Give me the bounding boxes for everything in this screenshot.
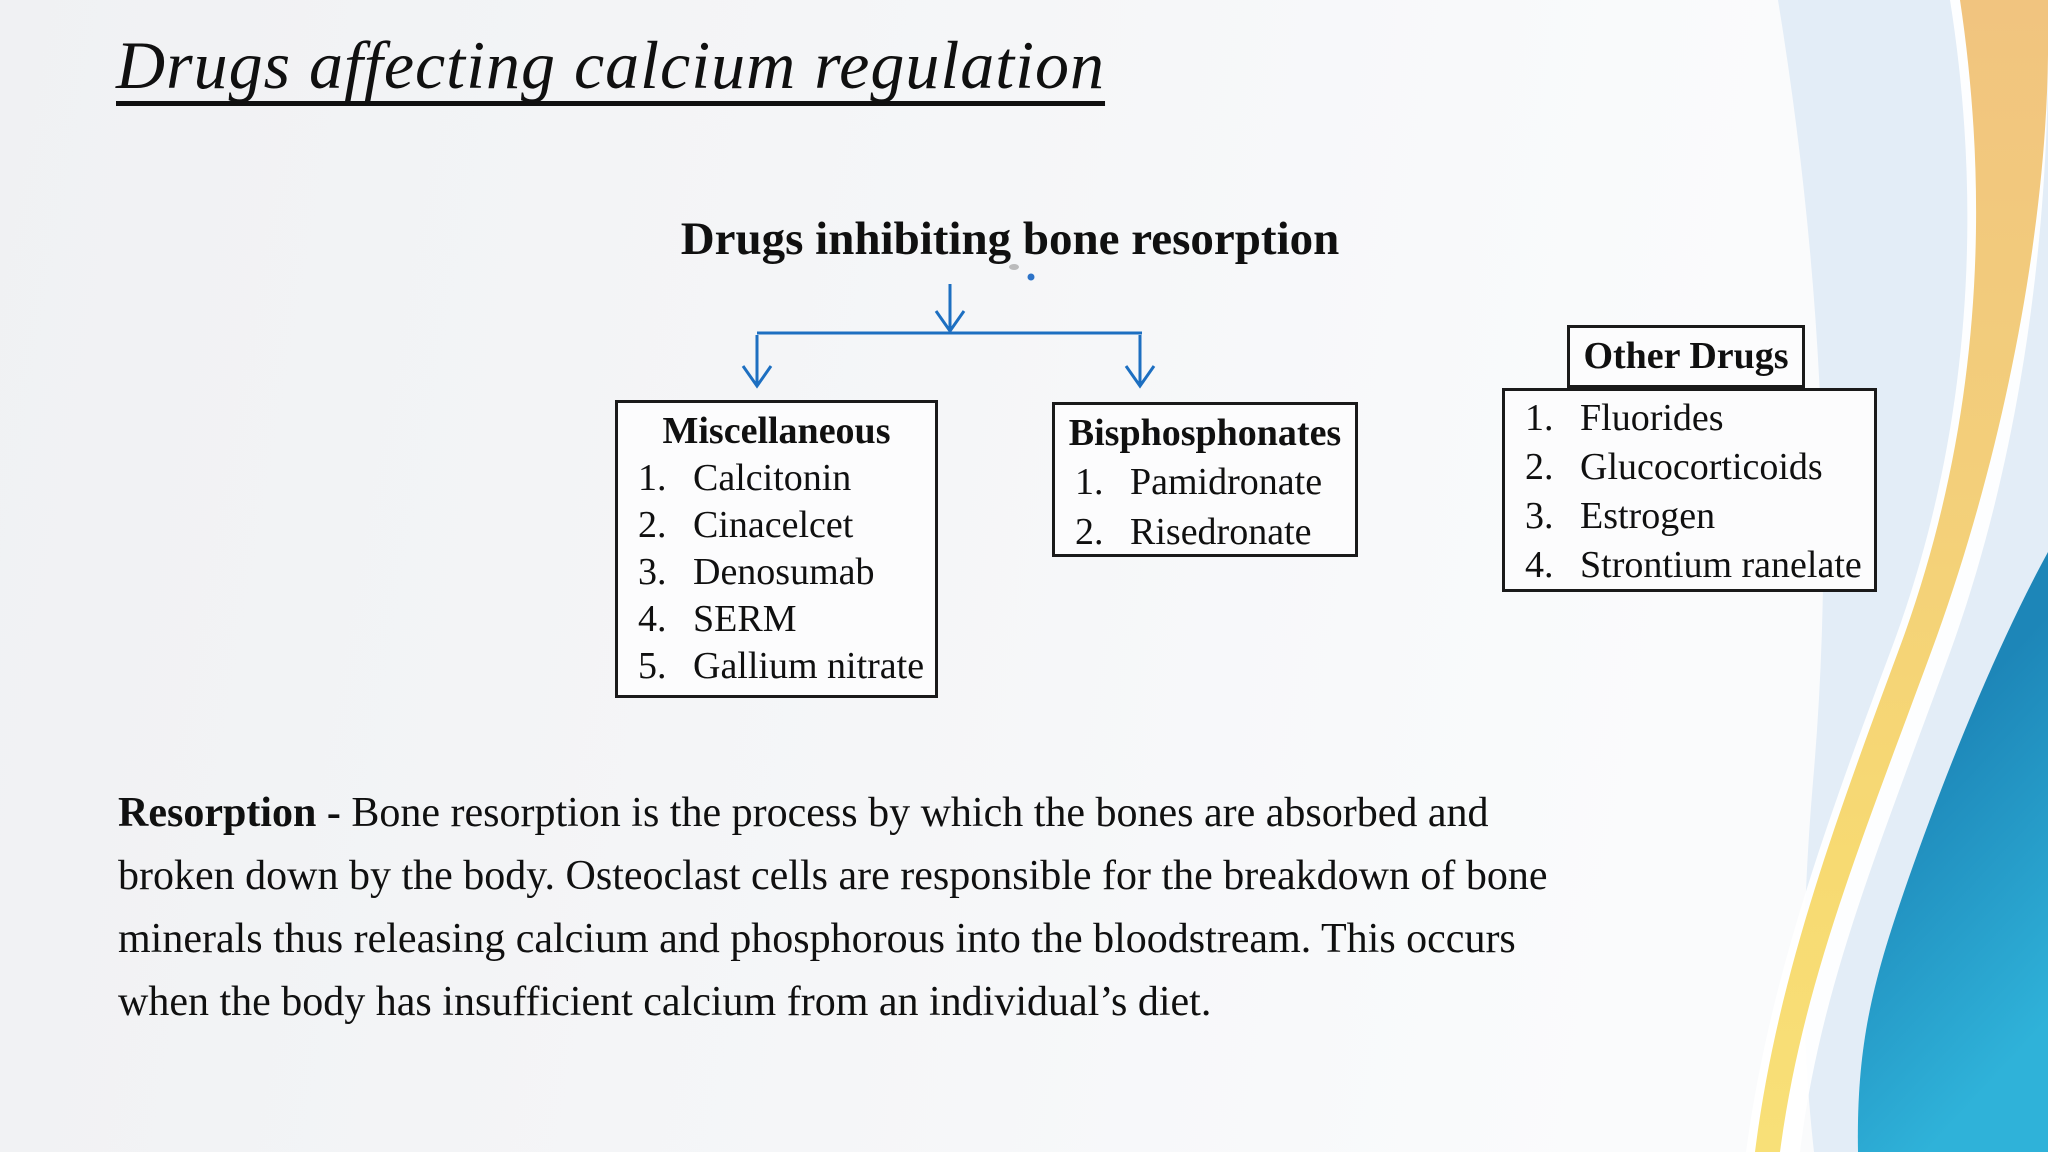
stray-blue-dot [1027,273,1035,281]
list-item: 2. Risedronate [1075,511,1312,553]
list-item: 2. Glucocorticoids [1525,446,1823,488]
list-item: 4. Strontium ranelate [1525,544,1862,586]
paragraph-line: broken down by the body. Osteoclast cell… [118,853,1548,899]
slide-title: Drugs affecting calcium regulation [116,27,1106,103]
bisphosphonates-box-title: Bisphosphonates [1068,412,1342,454]
yellow-orange-band [1755,0,2048,1152]
list-item: 3. Denosumab [638,551,875,593]
arrowhead-right [1124,365,1156,389]
resorption-paragraph: Resorption - Bone resorption is the proc… [118,782,1958,1034]
list-item: 4. SERM [638,598,797,640]
paragraph-line: when the body has insufficient calcium f… [118,979,1212,1025]
other-drugs-title-box: Other Drugs [1567,325,1805,388]
miscellaneous-box-title: Miscellaneous [662,410,891,452]
arrowhead-left [741,365,773,389]
list-item: 1. Fluorides [1525,397,1724,439]
list-item: 5. Gallium nitrate [638,645,925,687]
other-drugs-box-title: Other Drugs [1583,335,1789,377]
teal-corner-shape [1857,552,2048,1152]
list-item: 2. Cinacelcet [638,504,854,546]
paragraph-lead-bold: Resorption - [118,790,352,836]
stray-gray-speck [1009,264,1019,270]
bisphosphonates-box: Bisphosphonates 1. Pamidronate 2. Risedr… [1052,402,1358,557]
other-drugs-list-box: 1. Fluorides 2. Glucocorticoids 3. Estro… [1502,388,1877,592]
list-item: 1. Pamidronate [1075,461,1323,503]
paragraph-line: Resorption - Bone resorption is the proc… [118,790,1489,836]
list-item: 3. Estrogen [1525,495,1716,537]
arrowhead-center [934,310,966,334]
miscellaneous-box: Miscellaneous 1. Calcitonin 2. Cinacelce… [615,400,938,698]
list-item: 1. Calcitonin [638,457,852,499]
white-gap-band [1746,0,2048,1152]
diagram-heading: Drugs inhibiting bone resorption [680,213,1340,265]
paragraph-line: minerals thus releasing calcium and phos… [118,916,1516,962]
